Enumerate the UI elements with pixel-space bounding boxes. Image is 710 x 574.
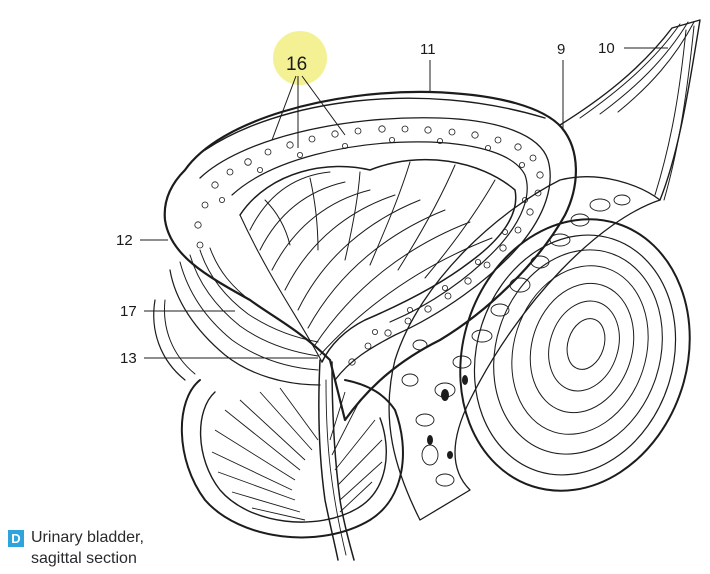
label-9: 9: [557, 41, 565, 58]
prostate: [182, 380, 403, 537]
caption-line-1: Urinary bladder,: [31, 527, 206, 548]
anterior-wall-layers: [154, 248, 320, 385]
label-17: 17: [120, 303, 137, 320]
figure-caption: D Urinary bladder, sagittal section: [8, 527, 208, 571]
label-13: 13: [120, 350, 137, 367]
caption-text: Urinary bladder, sagittal section: [31, 527, 206, 569]
retropubic-fat: [389, 177, 660, 520]
label-16: 16: [286, 54, 307, 75]
label-11: 11: [420, 41, 436, 58]
caption-line-2: sagittal section: [31, 548, 206, 569]
pubic-bone: [426, 189, 710, 521]
leader-lines: [140, 48, 668, 358]
label-12: 12: [116, 232, 133, 249]
bladder-wall: [165, 92, 576, 420]
label-10: 10: [598, 40, 615, 57]
urachus-ligament: [560, 20, 700, 200]
caption-badge: D: [8, 530, 24, 547]
